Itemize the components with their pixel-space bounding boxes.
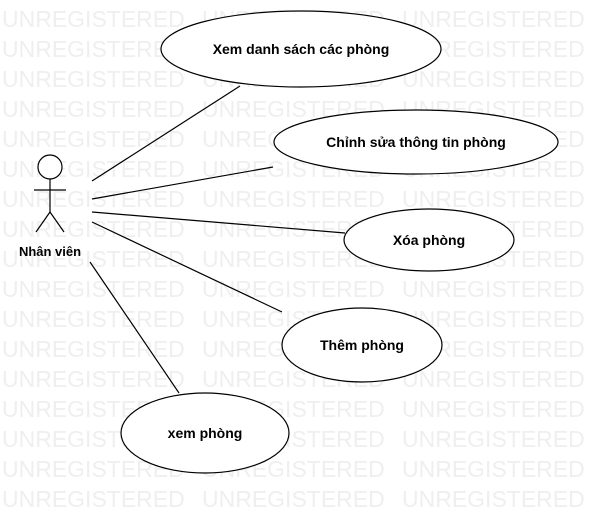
watermark-text: UNREGISTERED — [202, 276, 385, 302]
watermark-text: UNREGISTERED — [202, 486, 385, 511]
actor-right-leg — [49, 211, 65, 233]
watermark-text: UNREGISTERED — [2, 276, 185, 302]
actor-label: Nhân viên — [19, 244, 81, 259]
use-case-chinh-sua[interactable]: Chỉnh sửa thông tin phòng — [273, 109, 559, 175]
watermark-text: UNREGISTERED — [2, 156, 185, 182]
watermark-text: UNREGISTERED — [2, 216, 185, 242]
use-case-xem-danh-sach[interactable]: Xem danh sách các phòng — [160, 10, 442, 88]
watermark-text: UNREGISTERED — [402, 486, 585, 511]
use-case-ellipse — [343, 208, 515, 272]
watermark-text: UNREGISTERED — [2, 36, 185, 62]
watermark-text: UNREGISTERED — [402, 366, 585, 392]
watermark-text: UNREGISTERED — [2, 96, 185, 122]
association-uc3 — [91, 211, 346, 234]
actor[interactable]: Nhân viên — [19, 154, 81, 259]
association-uc2 — [91, 166, 274, 200]
watermark-text: UNREGISTERED — [2, 306, 185, 332]
watermark-text: UNREGISTERED — [402, 456, 585, 482]
use-case-label: Xóa phòng — [393, 232, 465, 248]
actor-left-leg — [35, 211, 51, 233]
watermark-text: UNREGISTERED — [2, 126, 185, 152]
use-case-ellipse — [281, 307, 443, 383]
use-case-them-phong[interactable]: Thêm phòng — [281, 307, 443, 383]
watermark-text: UNREGISTERED — [2, 366, 185, 392]
watermark-text: UNREGISTERED — [402, 186, 585, 212]
watermark-text: UNREGISTERED — [402, 66, 585, 92]
use-case-xoa-phong[interactable]: Xóa phòng — [343, 208, 515, 272]
watermark-text: UNREGISTERED — [402, 6, 585, 32]
watermark-text: UNREGISTERED — [2, 336, 185, 362]
use-case-ellipse — [273, 109, 559, 175]
watermark-text: UNREGISTERED — [2, 6, 185, 32]
association-uc1 — [91, 85, 241, 182]
associations — [89, 85, 346, 394]
association-uc5 — [89, 261, 180, 394]
use-case-label: Chỉnh sửa thông tin phòng — [326, 134, 506, 150]
watermark-text: UNREGISTERED — [402, 276, 585, 302]
watermark-text: UNREGISTERED — [2, 486, 185, 511]
watermark-text: UNREGISTERED — [202, 186, 385, 212]
use-case-ellipse — [160, 10, 442, 88]
use-case-ellipse — [120, 392, 290, 474]
association-uc4 — [91, 221, 283, 313]
use-case-label: Thêm phòng — [320, 337, 404, 353]
watermark-text: UNREGISTERED — [402, 426, 585, 452]
watermark-text: UNREGISTERED — [2, 66, 185, 92]
use-case-label: Xem danh sách các phòng — [213, 41, 390, 57]
use-case-xem-phong[interactable]: xem phòng — [120, 392, 290, 474]
use-case-label: xem phòng — [168, 425, 243, 441]
actor-head — [37, 154, 63, 180]
watermark-text: UNREGISTERED — [402, 396, 585, 422]
